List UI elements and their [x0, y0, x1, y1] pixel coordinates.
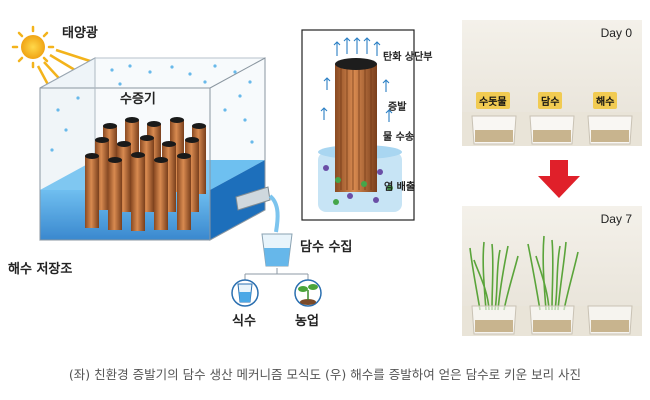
inset-transport-label: 물 수송 [383, 132, 415, 143]
agriculture-icon [294, 279, 322, 307]
collection-label: 담수 수집 [300, 240, 353, 255]
vapor-label: 수증기 [120, 92, 156, 107]
cup-label-freshwater: 담수 [538, 92, 563, 109]
figure-caption: (좌) 친환경 증발기의 담수 생산 메커니즘 모식도 (우) 해수를 증발하여… [68, 367, 582, 382]
progress-arrow-icon [538, 160, 580, 198]
agriculture-label: 농업 [295, 314, 319, 329]
cup-freshwater [529, 115, 575, 145]
cup-day7-freshwater [529, 305, 575, 335]
drinking-label: 식수 [232, 314, 256, 329]
inset-salt-label: 염 배출 [384, 182, 416, 193]
inset-evaporation-label: 증발 [388, 102, 407, 113]
day7-label: Day 7 [600, 212, 632, 226]
barley-sprouts-tapwater [469, 241, 519, 311]
photo-day0: Day 0 수돗물 담수 해수 [462, 20, 642, 146]
inset-top-label: 탄화 상단부 [383, 52, 433, 63]
sunlight-label: 태양광 [62, 26, 98, 41]
drinking-water-icon [231, 279, 259, 307]
photo-day7: Day 7 [462, 206, 642, 336]
column-inset [301, 29, 415, 221]
collection-glass-icon [261, 233, 293, 267]
cup-day7-tapwater [471, 305, 517, 335]
day0-label: Day 0 [600, 26, 632, 40]
cup-day7-seawater [587, 305, 633, 335]
wood-columns [85, 117, 206, 231]
cup-seawater [587, 115, 633, 145]
cup-tapwater [471, 115, 517, 145]
cup-label-seawater: 해수 [593, 92, 618, 109]
cup-label-tapwater: 수돗물 [476, 92, 510, 109]
outlet-pipe [235, 186, 271, 211]
vapor-droplets [50, 64, 254, 152]
freshwater-stream [268, 194, 280, 233]
distribution-lines [244, 268, 309, 280]
reservoir-label: 해수 저장조 [8, 262, 73, 277]
barley-sprouts-freshwater [527, 235, 579, 311]
sun-icon [11, 25, 55, 69]
